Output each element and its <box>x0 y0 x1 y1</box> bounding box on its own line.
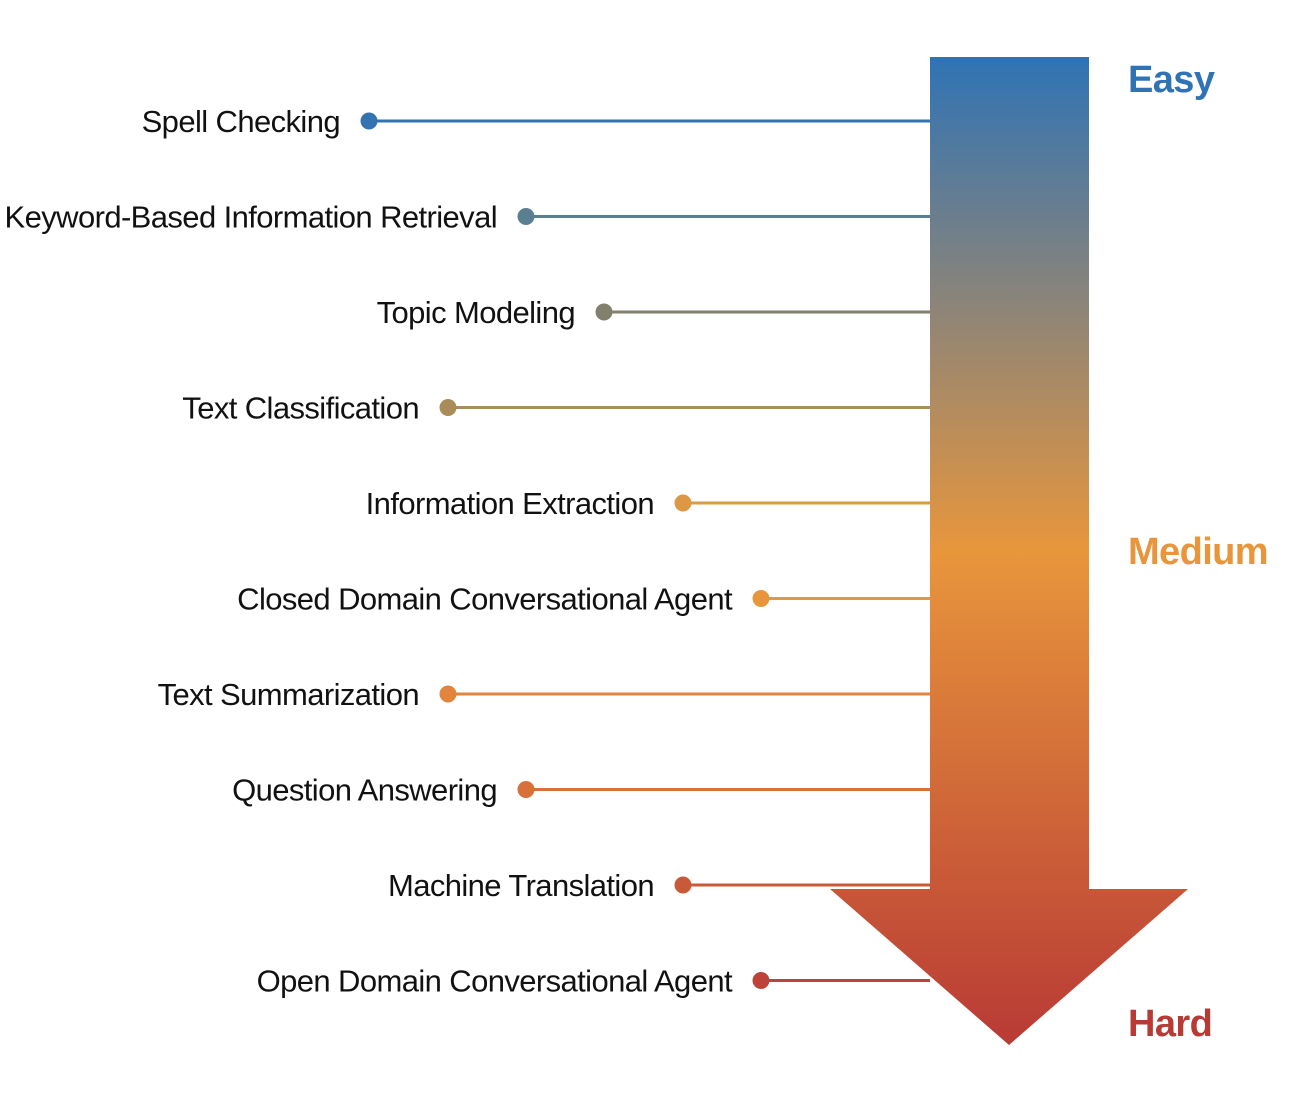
task-label: Closed Domain Conversational Agent <box>237 582 733 617</box>
task-dot <box>439 399 457 416</box>
task-dot <box>674 876 692 894</box>
task-label: Spell Checking <box>142 104 340 139</box>
task-label: Text Summarization <box>158 677 419 712</box>
task-label: Open Domain Conversational Agent <box>257 964 733 999</box>
task-label: Topic Modeling <box>377 295 575 330</box>
level-easy-label: Easy <box>1128 59 1215 101</box>
task-dot <box>517 781 535 798</box>
task-label: Text Classification <box>182 391 419 426</box>
task-label: Information Extraction <box>366 486 654 521</box>
task-dot <box>752 590 770 607</box>
task-label: Machine Translation <box>388 868 654 903</box>
level-medium-label: Medium <box>1128 531 1268 573</box>
level-hard-label: Hard <box>1128 1003 1212 1045</box>
task-dot <box>674 494 692 512</box>
task-dot <box>595 303 613 321</box>
task-dot <box>752 972 770 989</box>
task-label: Keyword-Based Information Retrieval <box>5 200 497 235</box>
task-dot <box>517 208 535 225</box>
difficulty-arrow <box>830 57 1188 1045</box>
task-dot <box>360 112 378 130</box>
task-dot <box>439 685 457 703</box>
task-label: Question Answering <box>232 773 497 808</box>
